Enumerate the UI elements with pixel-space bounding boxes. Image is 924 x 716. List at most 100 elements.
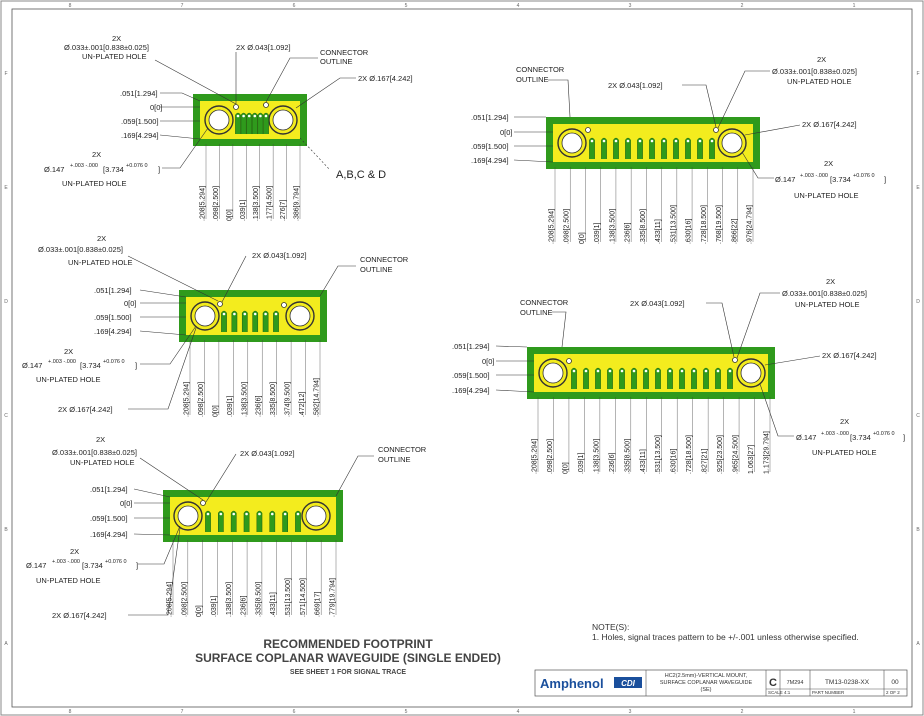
label-unplated-hole: UN-PLATED HOLE xyxy=(82,52,146,61)
border-row-label: E xyxy=(4,185,8,191)
label-big-hole-mm-tol: +0.076 0 xyxy=(103,359,125,365)
footprint-view-4 xyxy=(546,117,760,169)
label-unplated-hole: UN-PLATED HOLE xyxy=(795,300,859,309)
dimension-label: .208[5.294] xyxy=(184,382,191,417)
trace-via xyxy=(274,312,278,316)
label-big-hole: Ø.147 xyxy=(796,433,816,442)
trace-via xyxy=(253,114,257,118)
dimension-label: .335[8.500] xyxy=(270,382,277,417)
label-2x: 2X xyxy=(92,150,101,159)
dim-169: .169[4.294] xyxy=(471,156,509,165)
signal-trace xyxy=(661,137,667,159)
label-big-hole-tol: +.003 -.000 xyxy=(70,163,98,169)
dimension-label: .138[3.500] xyxy=(593,439,600,474)
scale: SCALE 4:1 xyxy=(768,690,791,695)
signal-trace xyxy=(637,137,643,159)
label-2x: 2X xyxy=(817,55,826,64)
trace-via xyxy=(247,114,251,118)
dimension-label: .531[13.500] xyxy=(670,205,677,244)
dimension-label: .138[3.500] xyxy=(253,186,260,221)
label-unplated-hole: UN-PLATED HOLE xyxy=(68,258,132,267)
desc-line-1: HC2(2.5mm)-VERTICAL MOUNT, xyxy=(665,673,748,679)
signal-trace xyxy=(230,510,237,532)
border-column-label: 6 xyxy=(293,709,296,715)
dimension-label: .669[17] xyxy=(315,592,322,617)
border-row-label: A xyxy=(916,641,920,647)
dimension-label: .236[6] xyxy=(256,396,263,417)
border-column-label: 4 xyxy=(517,709,520,715)
border-row-label: C xyxy=(916,413,920,419)
notes-title: NOTE(S): xyxy=(592,622,629,632)
signal-trace xyxy=(243,510,250,532)
label-big-hole-mm-tol: +0.076 0 xyxy=(105,559,127,565)
company-logo-text: Amphenol xyxy=(540,676,604,691)
dimension-label: 0[0] xyxy=(212,405,219,417)
dim-051: .051[1.294] xyxy=(94,286,132,295)
trace-via xyxy=(650,139,654,143)
border-column-label: 1 xyxy=(853,3,856,9)
border-column-label: 4 xyxy=(517,3,520,9)
dim-0: 0[0] xyxy=(500,128,513,137)
label-connector: CONNECTOR xyxy=(360,255,409,264)
mount-hole-left-inner xyxy=(177,505,199,527)
trace-via xyxy=(662,139,666,143)
label-big-hole-close: ] xyxy=(884,175,886,184)
border-row-label: B xyxy=(916,527,920,533)
dimension-label: .335[8.500] xyxy=(624,439,631,474)
dimension-label: .728[18.500] xyxy=(701,205,708,244)
signal-trace xyxy=(727,367,733,389)
size-code: C xyxy=(769,677,777,689)
small-hole xyxy=(200,500,206,506)
dimension-label: 0[0] xyxy=(562,462,569,474)
trace-via xyxy=(232,512,236,516)
label-unplated-hole: UN-PLATED HOLE xyxy=(787,77,851,86)
trace-via xyxy=(728,369,732,373)
trace-via xyxy=(620,369,624,373)
trace-via xyxy=(222,312,226,316)
dims-view-5: .208[5.294].098[2.500]0[0].039[1].138[3.… xyxy=(532,397,771,474)
label-big-hole: Ø.147 xyxy=(26,561,46,570)
drawing-number: TM13-0238-XX xyxy=(825,679,870,686)
signal-trace xyxy=(655,367,661,389)
signal-trace xyxy=(269,510,276,532)
label-unplated-hole: UN-PLATED HOLE xyxy=(812,448,876,457)
trace-via xyxy=(674,139,678,143)
dimension-label: .433[11] xyxy=(655,219,662,244)
label-hole-small: Ø.033±.001[0.838±0.025] xyxy=(38,245,123,254)
signal-trace xyxy=(263,112,269,134)
trace-via xyxy=(668,369,672,373)
dimension-label: .433[11] xyxy=(270,592,277,617)
label-big-hole-tol: +.003 -.000 xyxy=(52,559,80,565)
label-outline: OUTLINE xyxy=(320,57,353,66)
border-row-label: D xyxy=(4,299,8,305)
dims-view-4: .208[5.294].098[2.500]0[0].039[1].138[3.… xyxy=(549,167,754,244)
border-row-label: F xyxy=(916,71,919,77)
label-hole-small: Ø.033±.001[0.838±0.025] xyxy=(64,43,149,52)
label-connector: CONNECTOR xyxy=(320,48,369,57)
signal-trace xyxy=(252,310,259,332)
dimension-label: .138[3.500] xyxy=(226,582,233,617)
border-row-label: E xyxy=(916,185,920,191)
signal-trace xyxy=(273,310,279,332)
signal-trace xyxy=(583,367,589,389)
signal-trace xyxy=(218,510,224,532)
border-column-label: 8 xyxy=(69,3,72,9)
trace-via xyxy=(656,369,660,373)
trace-via xyxy=(206,512,210,516)
trace-via xyxy=(236,114,240,118)
dimension-label: .965[24.500] xyxy=(733,435,740,474)
signal-trace xyxy=(251,112,258,134)
dimension-label: .098[2.500] xyxy=(198,382,205,417)
small-hole xyxy=(713,127,719,133)
dimension-label: .630[16] xyxy=(686,219,693,244)
note-1: 1. Holes, signal traces pattern to be +/… xyxy=(592,632,859,642)
dim-0: 0[0] xyxy=(124,299,137,308)
label-2x: 2X xyxy=(64,347,73,356)
signal-trace xyxy=(595,367,601,389)
desc-line-2: SURFACE COPLANAR WAVEGUIDE xyxy=(660,680,753,686)
label-dia-043: 2X Ø.043[1.092] xyxy=(240,449,295,458)
footprint-view-3 xyxy=(163,490,343,542)
dims-view-1: .208[5.294].098[2.500]0[0].039[1].138[3.… xyxy=(200,144,301,221)
signal-trace xyxy=(667,367,673,389)
dimension-label: .472[12] xyxy=(299,392,306,417)
